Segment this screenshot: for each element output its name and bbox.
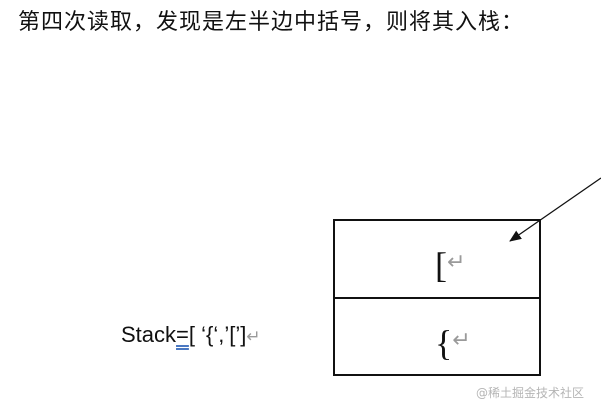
paragraph-mark-icon: ↵ [246,327,261,347]
stack-item-bottom: {↵ [435,321,471,363]
stack-contents: [ ‘{‘,’[’] [188,322,247,347]
stack-cell-top: [↵ [335,221,539,299]
heading-text: 第四次读取，发现是左半边中括号，则将其入栈： [18,10,525,35]
stack-cell-bottom: {↵ [335,299,539,377]
stack-label: Stack [121,322,177,347]
stack-item-top-value: [ [435,245,447,285]
equals-sign: = [176,322,189,347]
stack-diagram: [↵ {↵ [333,219,541,376]
stack-item-bottom-value: { [435,323,453,363]
stack-line: Stack=[ ‘{‘,’[’]↵ [121,320,261,352]
paragraph-mark-icon: ↵ [452,328,471,353]
stack-item-top: [↵ [435,243,465,285]
watermark: @稀土掘金技术社区 [476,386,585,400]
paragraph-mark-icon: ↵ [447,250,466,275]
